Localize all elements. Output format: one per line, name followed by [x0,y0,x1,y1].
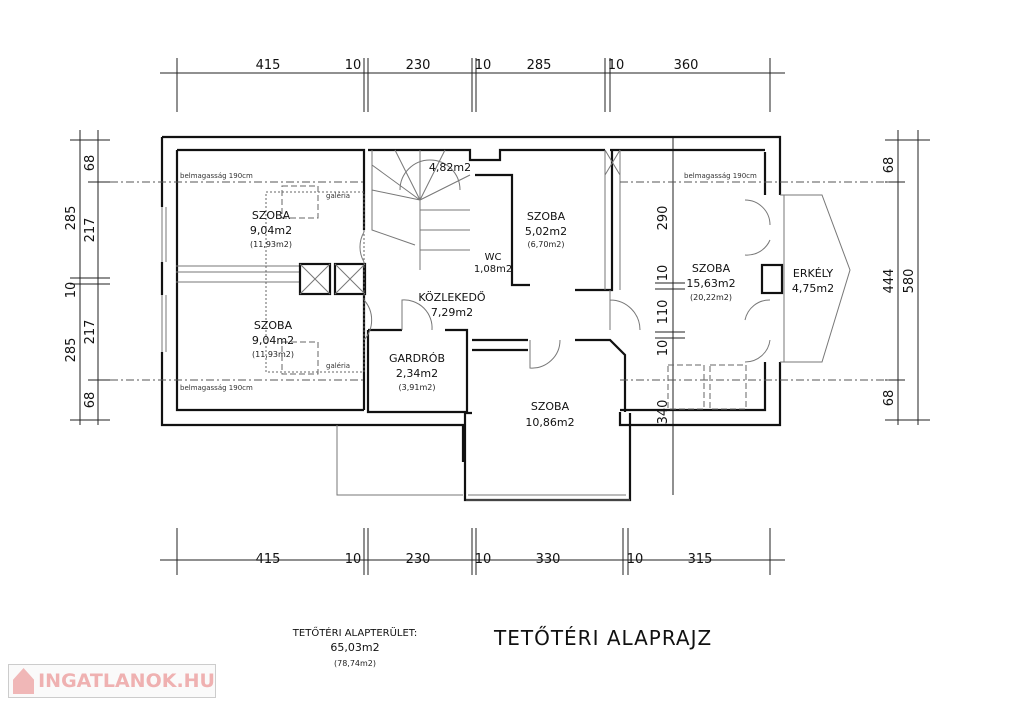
dim-label: 360 [674,58,699,73]
room-name: GARDRÓB [389,352,445,365]
room-szoba-5: SZOBA 15,63m2 (20,22m2) [686,262,735,302]
dim-label: 10 [608,58,625,73]
room-name: SZOBA [531,400,570,413]
bottom-dimension-line: 415 10 230 10 330 10 315 [160,528,785,575]
dim-label: 340 [656,400,671,425]
room-area: 2,34m2 [396,367,438,380]
room-area: 10,86m2 [525,416,574,429]
dim-label: 285 [64,338,79,363]
dim-label: 10 [345,58,362,73]
dim-label: 10 [345,552,362,567]
dim-label: 230 [406,58,431,73]
gallery-note: galéria [326,192,350,200]
middle-dimension-line: 290 10 110 10 340 [655,137,685,495]
room-area: 15,63m2 [686,277,735,290]
room-area: 1,08m2 [474,264,512,275]
watermark-logo: INGATLANOK.HU [8,664,216,698]
top-dimension-line: 415 10 230 10 285 10 360 [160,58,785,112]
room-name: WC [485,252,502,263]
right-dimension-lines: 68 444 68 580 [882,130,930,425]
dim-label: 285 [527,58,552,73]
room-szoba-1: SZOBA 9,04m2 (11,93m2) [250,209,292,249]
dim-label: 217 [83,218,98,243]
plan-title: TETŐTÉRI ALAPRAJZ [493,626,712,650]
ceiling-note: belmagasság 190cm [684,172,757,180]
room-area: 4,82m2 [429,161,471,174]
room-gross-area: (3,91m2) [399,383,436,392]
dim-label: 10 [627,552,644,567]
ceiling-height-lines [110,181,890,410]
dim-label: 285 [64,206,79,231]
ceiling-note: belmagasság 190cm [180,172,253,180]
room-stair: 4,82m2 [429,161,471,174]
staircase [371,149,471,270]
dim-label: 110 [656,300,671,325]
room-erkely: ERKÉLY 4,75m2 [792,267,834,295]
room-area: 4,75m2 [792,282,834,295]
dim-label: 68 [882,157,897,174]
room-wc: WC 1,08m2 [474,252,512,275]
dim-label: 10 [64,282,79,299]
dim-label: 10 [475,552,492,567]
room-gross-area: (11,93m2) [252,350,294,359]
dim-label: 68 [83,392,98,409]
room-szoba-3: SZOBA 5,02m2 (6,70m2) [525,210,567,249]
dim-label: 415 [256,58,281,73]
room-area: 7,29m2 [431,306,473,319]
summary-gross-area: (78,74m2) [334,659,376,668]
dim-label: 290 [656,206,671,231]
dim-label: 68 [882,390,897,407]
dim-label: 415 [256,552,281,567]
room-name: SZOBA [527,210,566,223]
dim-label: 330 [536,552,561,567]
gallery-note: galéria [326,362,350,370]
room-szoba-2: SZOBA 9,04m2 (11,93m2) [252,319,294,359]
room-gardrob: GARDRÓB 2,34m2 (3,91m2) [389,352,445,392]
summary-label: TETŐTÉRI ALAPTERÜLET: [292,625,417,639]
room-gross-area: (11,93m2) [250,240,292,249]
room-name: ERKÉLY [793,267,833,280]
walls [160,135,851,502]
dim-label: 580 [902,269,917,294]
room-name: SZOBA [254,319,293,332]
house-icon [13,668,35,694]
room-name: SZOBA [692,262,731,275]
room-gross-area: (6,70m2) [528,240,565,249]
dim-label: 10 [656,340,671,357]
dim-label: 10 [656,265,671,282]
left-dimension-lines: 285 10 285 68 217 217 68 [64,130,110,425]
room-name: KÖZLEKEDŐ [418,290,486,304]
dim-label: 315 [688,552,713,567]
room-szoba-4: SZOBA 10,86m2 [525,400,574,429]
watermark-text: INGATLANOK.HU [38,670,215,692]
dim-label: 444 [882,269,897,294]
room-area: 9,04m2 [252,334,294,347]
dim-label: 230 [406,552,431,567]
dim-label: 10 [475,58,492,73]
room-kozlekedo: KÖZLEKEDŐ 7,29m2 [418,290,486,319]
ceiling-note: belmagasság 190cm [180,384,253,392]
room-gross-area: (20,22m2) [690,293,732,302]
summary-area: 65,03m2 [330,641,379,654]
room-name: SZOBA [252,209,291,222]
room-area: 9,04m2 [250,224,292,237]
room-area: 5,02m2 [525,225,567,238]
dim-label: 68 [83,155,98,172]
dim-label: 217 [83,320,98,345]
